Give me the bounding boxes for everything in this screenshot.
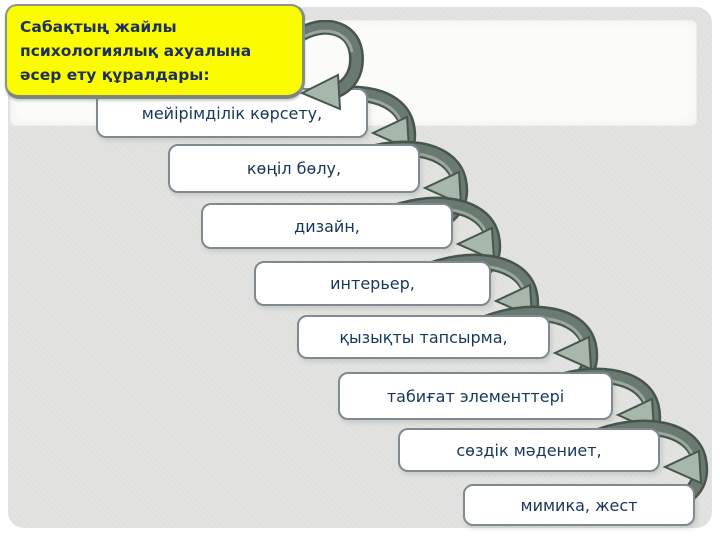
step-box-4: интерьер, — [254, 261, 491, 306]
step-label: мимика, жест — [520, 495, 638, 515]
step-label: көңіл бөлу, — [246, 159, 342, 178]
step-label: сөздік мәдениет, — [456, 440, 602, 460]
step-box-7: сөздік мәдениет, — [398, 428, 660, 472]
step-label: дизайн, — [294, 216, 360, 236]
step-label: табиғат элементтері — [386, 386, 565, 406]
step-box-3: дизайн, — [201, 203, 453, 249]
callout-text: Сабақтың жайлы психологиялық ахуалына әс… — [20, 18, 252, 85]
step-box-5: қызықты тапсырма, — [297, 315, 550, 359]
step-box-8: мимика, жест — [463, 484, 695, 526]
step-box-6: табиғат элементтері — [338, 372, 613, 420]
step-label: қызықты тапсырма, — [339, 327, 508, 347]
title-callout: Сабақтың жайлы психологиялық ахуалына әс… — [5, 4, 305, 100]
step-label: мейірімділік көрсету, — [141, 103, 323, 123]
step-box-2: көңіл бөлу, — [168, 144, 420, 193]
step-label: интерьер, — [330, 274, 415, 293]
